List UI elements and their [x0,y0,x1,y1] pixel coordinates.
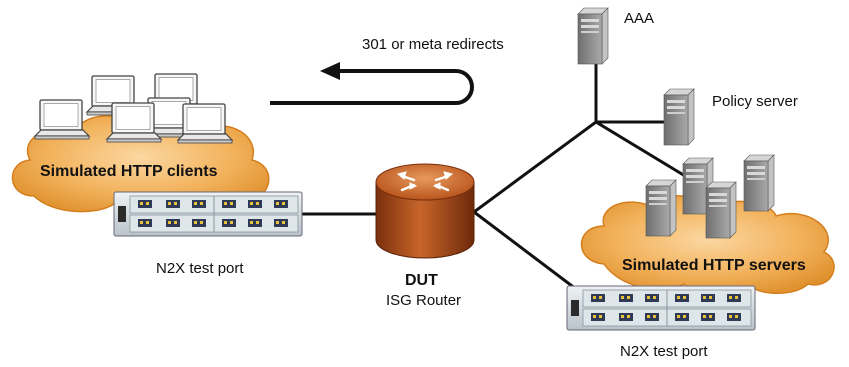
network-links [302,58,701,294]
test-port-icon [113,191,303,237]
laptop-icon [106,102,162,143]
router-icon [375,163,475,259]
laptop-icon [177,103,233,144]
policy-label: Policy server [712,93,798,110]
clients-cloud: Simulated HTTP clients [11,73,270,214]
u-turn-arrow-icon [270,62,474,105]
dut-sub-label: ISG Router [386,292,461,309]
server-icon [577,7,609,65]
dut-label: DUT [405,272,438,289]
test-port-icon [566,285,756,331]
link-router-to-hub [473,120,597,214]
port-right-label: N2X test port [620,343,708,360]
server-icon [705,181,737,239]
server-icon [743,154,775,212]
redirect-label: 301 or meta redirects [362,36,504,53]
laptop-group [34,73,233,144]
servers-cloud: Simulated HTTP servers [580,154,835,294]
server-icon [645,179,677,237]
laptop-icon [34,99,90,140]
servers-label: Simulated HTTP servers [622,257,806,274]
clients-label: Simulated HTTP clients [40,163,218,180]
aaa-label: AAA [624,10,654,27]
server-icon [663,88,695,146]
link-hub-to-servers [595,120,701,187]
port-left-label: N2X test port [156,260,244,277]
link-router-to-right-port [473,210,581,294]
